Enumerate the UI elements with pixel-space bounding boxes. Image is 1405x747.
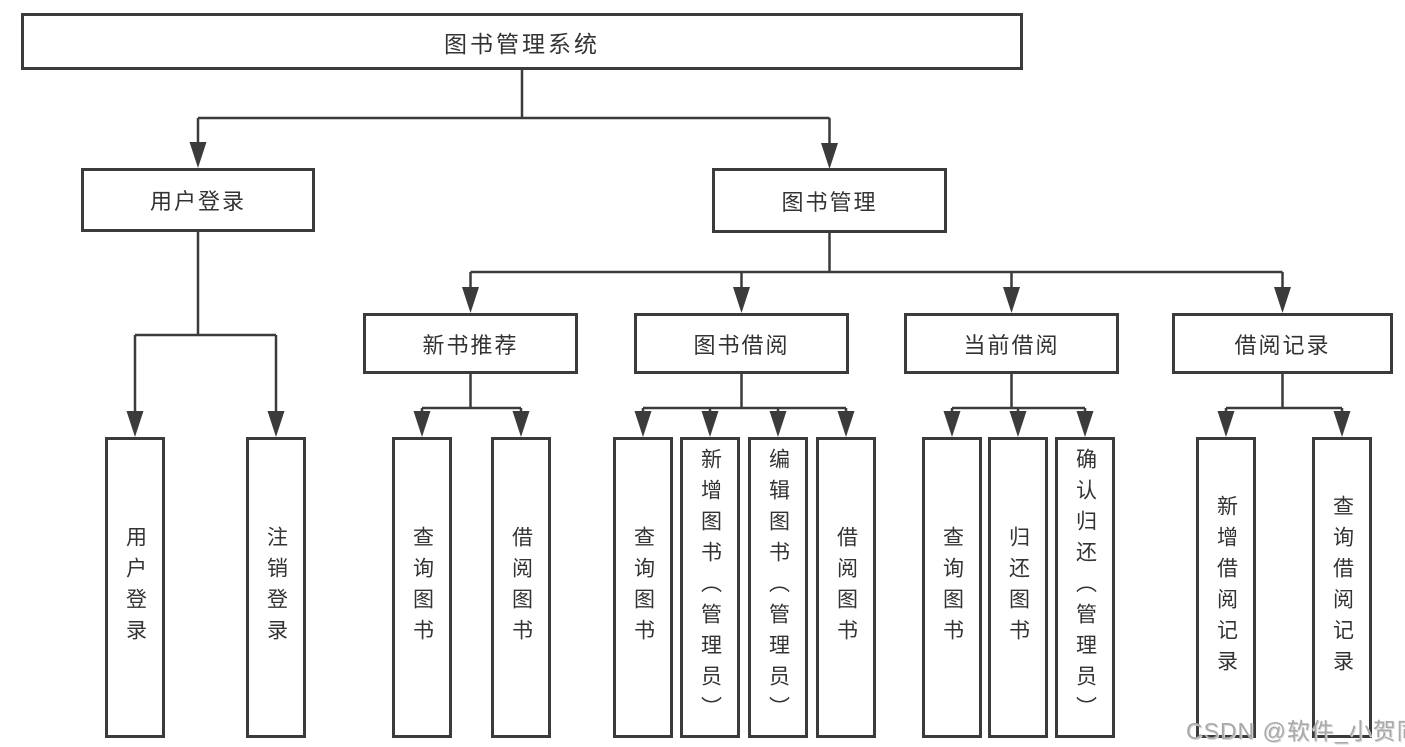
connector-strokes <box>133 70 1344 432</box>
leaf-logout: 注销登录 <box>246 437 306 738</box>
arrowheads <box>126 142 1351 437</box>
leaf-add-books-admin: 新增图书（管理员） <box>680 437 740 738</box>
leaf-return-books: 归还图书 <box>988 437 1048 738</box>
node-new-book-recommend: 新书推荐 <box>363 313 578 374</box>
node-current-borrow: 当前借阅 <box>904 313 1119 374</box>
leaf-confirm-return-admin: 确认归还（管理员） <box>1055 437 1115 738</box>
leaf-current-query-books: 查询图书 <box>922 437 982 738</box>
node-borrow-records: 借阅记录 <box>1172 313 1393 374</box>
leaf-borrow-query-books: 查询图书 <box>613 437 673 738</box>
node-system-root: 图书管理系统 <box>21 13 1023 70</box>
node-user-login: 用户登录 <box>81 168 315 232</box>
leaf-recommend-query-books: 查询图书 <box>392 437 452 738</box>
node-book-borrow: 图书借阅 <box>634 313 849 374</box>
leaf-user-login: 用户登录 <box>105 437 165 738</box>
leaf-edit-books-admin: 编辑图书（管理员） <box>748 437 808 738</box>
node-book-management: 图书管理 <box>712 168 947 233</box>
leaf-query-borrow-record: 查询借阅记录 <box>1312 437 1372 738</box>
leaf-recommend-borrow-books: 借阅图书 <box>491 437 551 738</box>
leaf-borrow-books: 借阅图书 <box>816 437 876 738</box>
leaf-add-borrow-record: 新增借阅记录 <box>1196 437 1256 738</box>
csdn-watermark: CSDN @软件_小贺同学 <box>1186 718 1405 744</box>
